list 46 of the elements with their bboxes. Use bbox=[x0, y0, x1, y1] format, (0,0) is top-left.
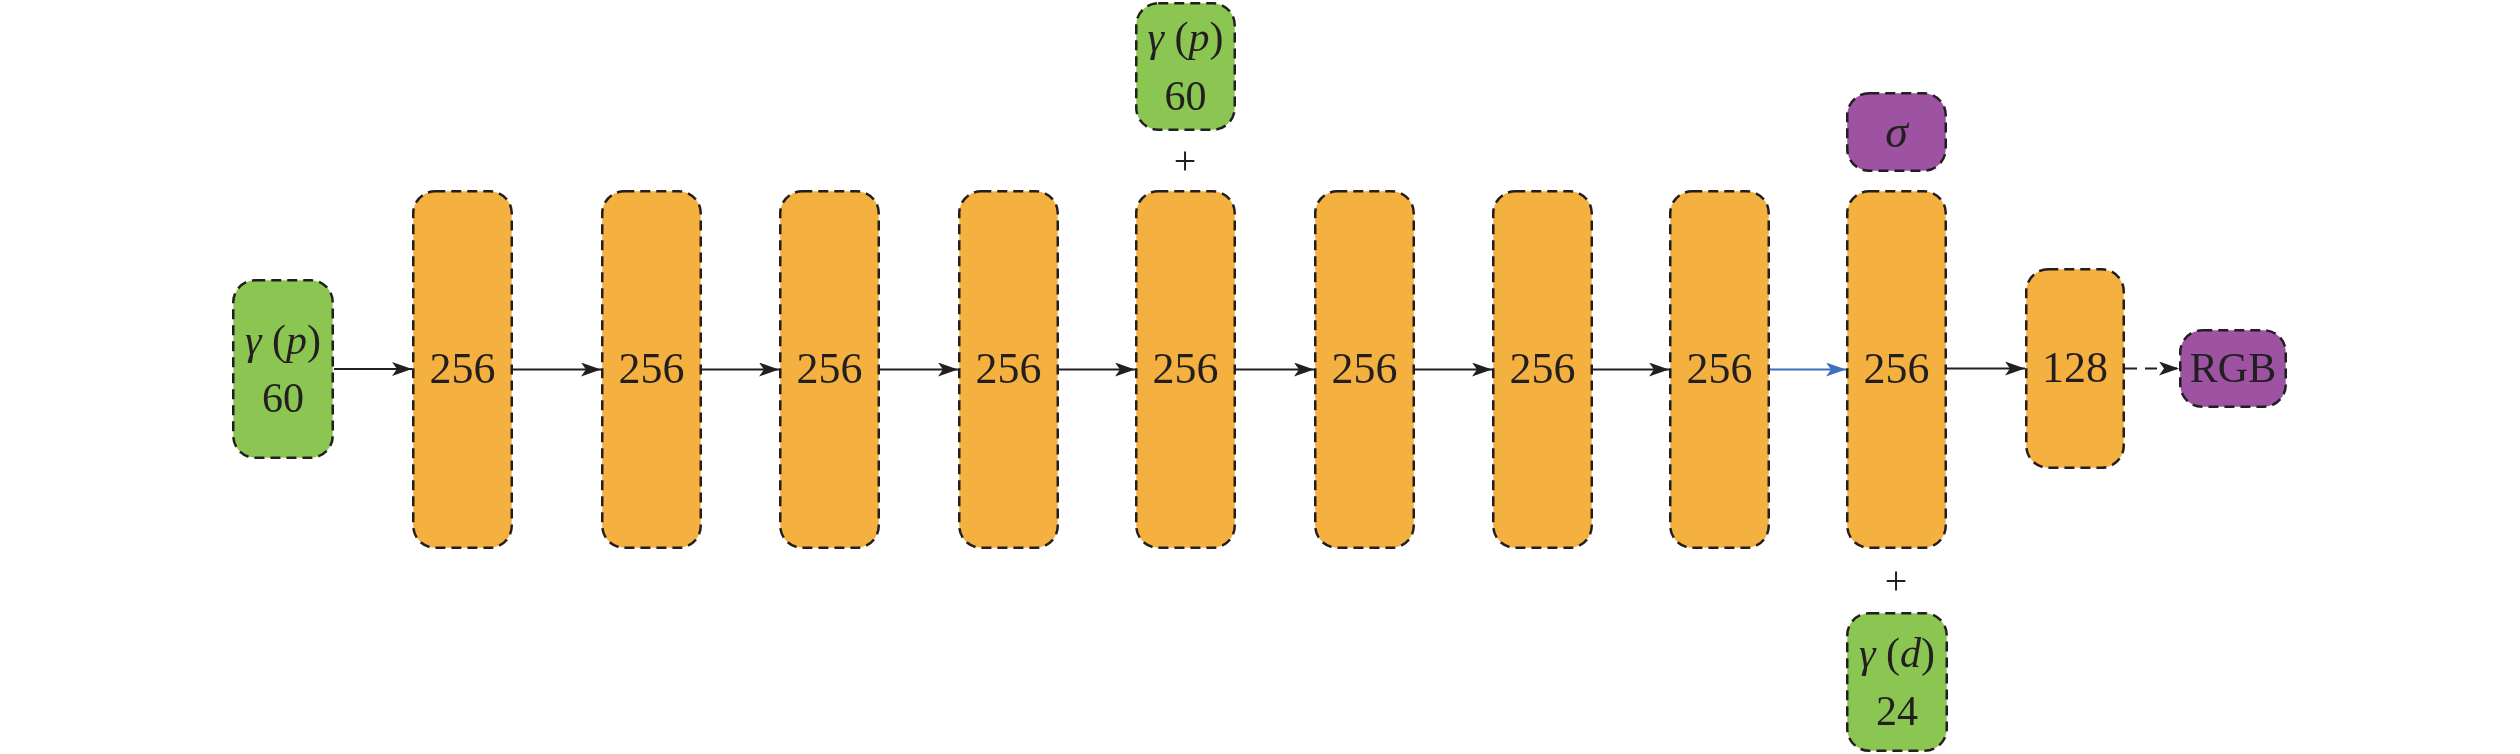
arrow bbox=[1235, 362, 1315, 377]
arrow bbox=[1414, 362, 1493, 377]
hidden-layer-box bbox=[412, 190, 513, 549]
arrow bbox=[1058, 362, 1136, 377]
input-encoding-box bbox=[1846, 612, 1948, 752]
output-box bbox=[1846, 92, 1947, 172]
hidden-layer-box bbox=[1846, 190, 1947, 549]
hidden-layer-box bbox=[779, 190, 880, 549]
hidden-layer-box bbox=[958, 190, 1059, 549]
hidden-layer-box bbox=[1135, 190, 1236, 549]
arrow bbox=[333, 362, 413, 376]
arrow bbox=[701, 362, 780, 377]
output-label: σ bbox=[1885, 106, 1908, 158]
encoding-label: γ (d) bbox=[1858, 629, 1936, 676]
layer-width-label: 256 bbox=[618, 345, 685, 394]
layer-width-label: 128 bbox=[2042, 344, 2108, 393]
arrow bbox=[879, 362, 959, 377]
plus-sign: + bbox=[1173, 141, 1197, 181]
layer-width-label: 256 bbox=[1509, 345, 1576, 394]
hidden-layer-box bbox=[1314, 190, 1415, 549]
layer-width-label: 256 bbox=[429, 345, 496, 394]
encoding-label: γ (p) bbox=[244, 316, 322, 363]
arrow bbox=[1946, 361, 2026, 376]
dimension-label: 60 bbox=[1164, 72, 1207, 119]
arrow bbox=[1769, 362, 1847, 377]
layer-width-label: 256 bbox=[975, 345, 1042, 394]
dimension-label: 60 bbox=[262, 375, 304, 422]
encoding-label: γ (p) bbox=[1147, 14, 1224, 61]
layer-width-label: 256 bbox=[1152, 345, 1219, 394]
hidden-layer-box bbox=[601, 190, 702, 549]
input-encoding-box bbox=[232, 279, 334, 459]
plus-sign: + bbox=[1884, 561, 1908, 601]
arrow bbox=[1592, 362, 1670, 377]
hidden-layer-box bbox=[2025, 268, 2125, 469]
layer-width-label: 256 bbox=[1686, 345, 1753, 394]
arrow bbox=[512, 362, 602, 377]
output-label: RGB bbox=[2189, 345, 2277, 392]
arrow bbox=[2124, 361, 2180, 376]
hidden-layer-box bbox=[1492, 190, 1593, 549]
dimension-label: 24 bbox=[1876, 688, 1918, 735]
output-box bbox=[2179, 329, 2287, 408]
input-encoding-box bbox=[1135, 2, 1236, 131]
layer-width-label: 256 bbox=[796, 345, 863, 394]
layer-width-label: 256 bbox=[1863, 345, 1930, 394]
hidden-layer-box bbox=[1669, 190, 1770, 549]
layer-width-label: 256 bbox=[1331, 345, 1398, 394]
